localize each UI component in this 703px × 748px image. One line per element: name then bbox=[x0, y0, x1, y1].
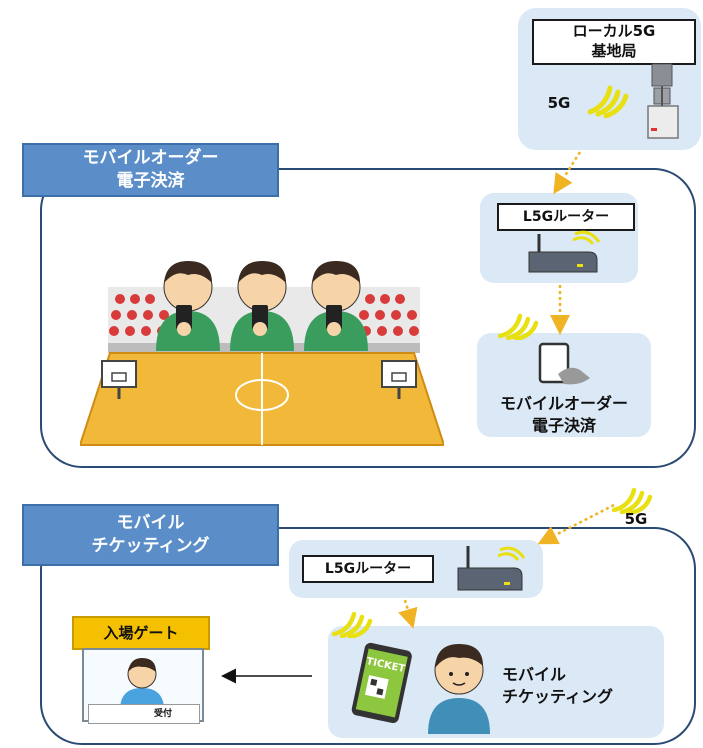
reception-label: 受付 bbox=[148, 706, 178, 719]
ticket-user-caption: モバイル チケッティング bbox=[502, 664, 652, 708]
fan-person-1 bbox=[156, 261, 220, 351]
base-station-label-line1: ローカル5G bbox=[572, 22, 656, 40]
base-station-label: ローカル5G 基地局 bbox=[532, 19, 696, 65]
mobile-ticketing-tab: モバイル チケッティング bbox=[22, 504, 279, 566]
arrow-router-to-user bbox=[398, 599, 418, 629]
signal-wave-icon bbox=[587, 85, 629, 118]
device-caption-line2: 電子決済 bbox=[531, 416, 596, 435]
fan-person-3 bbox=[304, 261, 368, 351]
mobile-ticketing-tab-line1: モバイル bbox=[116, 513, 185, 533]
mobile-order-tab-line2: 電子決済 bbox=[116, 171, 185, 191]
device-caption: モバイルオーダー 電子決済 bbox=[474, 393, 654, 437]
entrance-gate: 入場ゲート 受付 bbox=[72, 616, 210, 726]
ticket-user-caption-line2: チケッティング bbox=[502, 687, 614, 706]
mobile-order-tab: モバイルオーダー 電子決済 bbox=[22, 143, 279, 197]
device-signal-icon bbox=[497, 313, 539, 340]
router-icon-bottom bbox=[457, 546, 526, 591]
ticket-user-caption-line1: モバイル bbox=[502, 665, 567, 684]
arrow-base-to-router bbox=[553, 151, 582, 195]
antenna-tower-icon bbox=[647, 63, 679, 139]
fan-person-2 bbox=[230, 261, 294, 351]
device-caption-line1: モバイルオーダー bbox=[499, 394, 628, 413]
router-icon bbox=[528, 230, 601, 273]
router-label-top: L5Gルーター bbox=[497, 203, 635, 231]
mobile-order-tab-line1: モバイルオーダー bbox=[82, 148, 219, 168]
base-station-signal-label: 5G bbox=[547, 94, 571, 112]
gate-sign: 入場ゲート bbox=[72, 616, 210, 650]
ticket-signal-icon bbox=[331, 611, 373, 638]
base-station-label-line2: 基地局 bbox=[591, 42, 637, 60]
mobile-ticketing-tab-line2: チケッティング bbox=[91, 536, 210, 556]
incoming-signal-label: 5G bbox=[624, 510, 648, 528]
arrow-5g-to-router bbox=[537, 503, 615, 545]
router-label-bottom: L5Gルーター bbox=[302, 555, 434, 583]
ticket-user-person bbox=[428, 644, 490, 734]
smartphone-ticket: TICKET bbox=[344, 640, 420, 724]
tablet-touch-icon bbox=[538, 342, 590, 385]
incoming-signal-icon bbox=[611, 487, 653, 514]
basketball-court-illustration bbox=[80, 261, 444, 446]
